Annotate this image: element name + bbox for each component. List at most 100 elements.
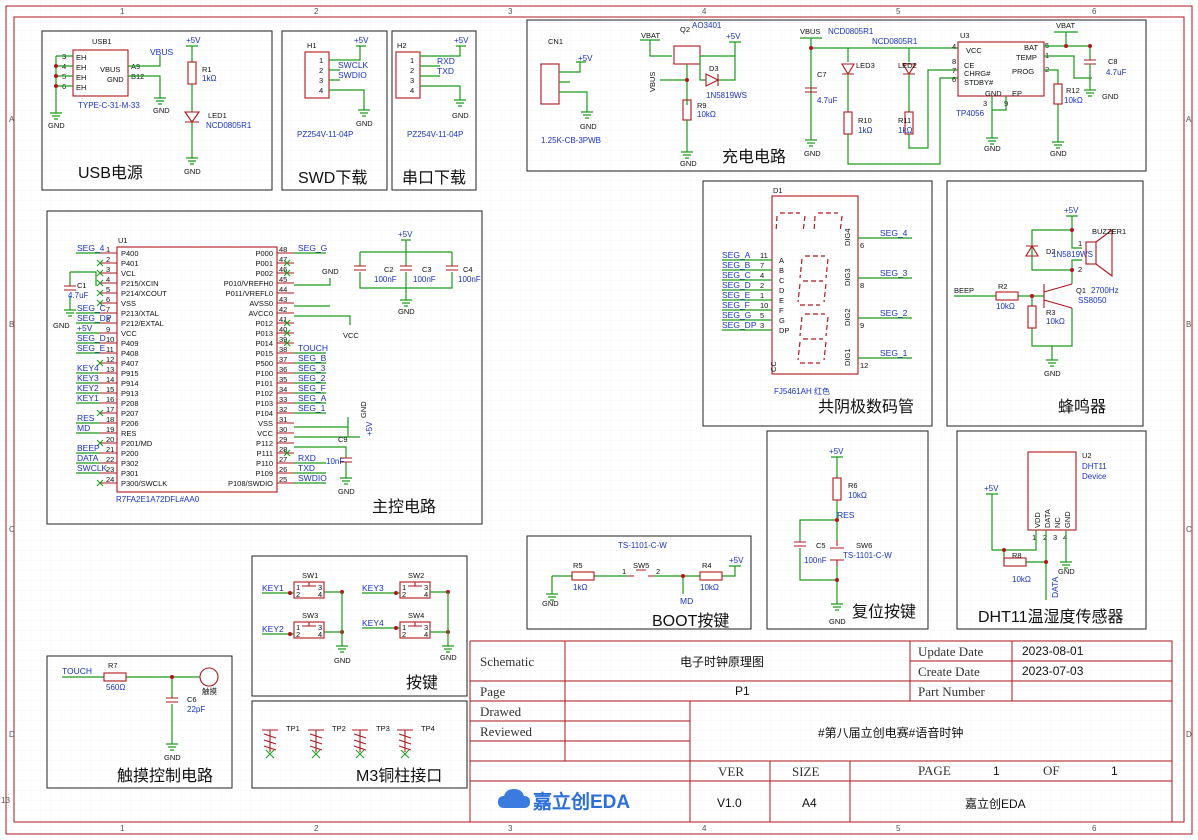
d1-display-body: [771, 195, 859, 375]
mcu-pin-name: AVSS0: [249, 299, 273, 308]
mcu-net-label: SEG_C: [77, 303, 106, 313]
switch-pin: 2: [296, 630, 300, 639]
mcu-pin-number: 23: [106, 465, 114, 474]
junction-dot: [1070, 228, 1074, 232]
module-title-touch: 触摸控制电路: [117, 767, 213, 785]
standoff-icon: [262, 729, 278, 752]
gnd-label: GND: [48, 121, 65, 130]
standoff-icon: [352, 729, 368, 752]
digit-pin-number: 6: [860, 241, 864, 250]
supply-label: +5V: [354, 36, 369, 45]
mcu-pin-number: 7: [106, 305, 110, 314]
mcu-pin-number: 38: [279, 345, 287, 354]
u3-part: TP4056: [956, 109, 985, 118]
r12-resistor: [1053, 83, 1063, 105]
rxd-net-label: RXD: [437, 56, 455, 66]
buzzer-pin: 1: [1078, 239, 1082, 248]
mcu-pin-number: 22: [106, 455, 114, 464]
inner-frame: [13, 16, 1185, 823]
mcu-pin-number: 43: [279, 295, 287, 304]
supply-label: +5V: [578, 54, 593, 63]
mcu-net-label: KEY4: [77, 363, 99, 373]
junction-dot: [1030, 294, 1034, 298]
gnd-symbol: [1060, 561, 1072, 569]
dht-pin-num: 1: [1032, 533, 1036, 542]
update-date-value: 2023-08-01: [1022, 644, 1084, 658]
seg-pin-number: 7: [760, 261, 764, 270]
mcu-net-label: MD: [77, 423, 90, 433]
mcu-pin-number: 33: [279, 395, 287, 404]
mcu-net-label: KEY2: [77, 383, 99, 393]
gnd-symbol: [358, 109, 370, 117]
mcu-pin-name: P111: [257, 449, 273, 458]
swd-part: PZ254V-11-04P: [297, 130, 353, 139]
project-name: #第八届立创电赛#语音时钟: [818, 725, 963, 740]
no-connect-icon: [96, 289, 104, 297]
mcu-net-label: SEG_3: [298, 363, 326, 373]
mcu-net-label: TOUCH: [298, 343, 328, 353]
touch-circuit: TOUCH R7 560Ω 触摸 C6 22pF GND: [62, 661, 219, 762]
mcu-pin-number: 21: [106, 445, 114, 454]
gnd-symbol: [831, 603, 843, 611]
r12-ref: R12: [1066, 86, 1080, 95]
outer-frame: [5, 5, 1193, 835]
r5-value: 1kΩ: [573, 583, 587, 592]
digit-pin-number: 8: [860, 281, 864, 290]
no-connect-icon: [283, 269, 291, 277]
touch-wires: [62, 676, 200, 744]
gnd-symbol: [50, 112, 62, 120]
digit-pin-number: 12: [860, 361, 868, 370]
boot-part: TS-1101-C-W: [618, 541, 667, 550]
led3-part: NCD0805R1: [828, 27, 874, 36]
mcu-pin-number: 16: [106, 395, 114, 404]
seg-pin-number: 3: [760, 321, 764, 330]
gnd-symbol: [166, 743, 178, 751]
c1-ref: C1: [77, 281, 87, 290]
led-wires: [847, 74, 910, 112]
md-net-label: MD: [680, 596, 693, 606]
mcu-pin-number: 45: [279, 275, 287, 284]
junction-dot: [809, 46, 813, 50]
keys-gnd-wires: [336, 592, 454, 653]
ver-value: V1.0: [717, 796, 742, 810]
mcu-pin-name: P112: [256, 439, 273, 448]
mcu-net-label: SEG_A: [298, 393, 327, 403]
seg-pin-letter: F: [779, 306, 784, 315]
switch-ref: SW1: [302, 571, 318, 580]
mcu-pin-name: P300/SWCLK: [121, 479, 167, 488]
mcu-pin-name: P214/XCOUT: [121, 289, 167, 298]
tp1-standoff: TP1: [262, 724, 300, 759]
gnd-label: GND: [542, 599, 559, 608]
c9-ref: C9: [338, 435, 348, 444]
sw6-switch: [830, 540, 844, 566]
mcu-net-label: BEEP: [77, 443, 100, 453]
switch-pin: 3: [424, 583, 428, 592]
mcu-pin-name: P207: [121, 409, 139, 418]
mcu-net-label: SEG_4: [77, 243, 105, 253]
dht-pin-label: GND: [1063, 511, 1072, 528]
row-marker: D: [1186, 730, 1192, 739]
dht-pin-label: NC: [1053, 517, 1062, 528]
page-value: P1: [735, 684, 750, 698]
usb-part: TYPE-C-31-M-33: [78, 101, 140, 110]
mcu-pin-name: P002: [255, 269, 273, 278]
swd-header-circuit: H1 1 2 3 4 +5V SWCLK SWDIO GND PZ254V-11…: [297, 36, 373, 139]
module-title-boot: BOOT按键: [652, 612, 729, 630]
mcu-pin-name: P108/SWDIO: [228, 479, 273, 488]
junction-dot: [835, 578, 839, 582]
mcu-pin-number: 34: [279, 385, 287, 394]
cn1-ref: CN1: [548, 37, 563, 46]
seg-pin-number: 5: [760, 311, 764, 320]
junction-dot: [288, 591, 292, 595]
mcu-pin-name: VSS: [121, 299, 136, 308]
create-date-value: 2023-07-03: [1022, 664, 1084, 678]
cloud-logo-icon: [498, 789, 530, 808]
module-titles: USB电源 SWD下载 串口下载 充电电路 共阴极数码管 蜂鸣器 主控电路 复位…: [78, 148, 1124, 785]
cn1-body: [540, 63, 560, 105]
u3-pin-num: 8: [952, 57, 956, 66]
r3-resistor: [1027, 305, 1037, 329]
r10-ref: R10: [858, 116, 872, 125]
